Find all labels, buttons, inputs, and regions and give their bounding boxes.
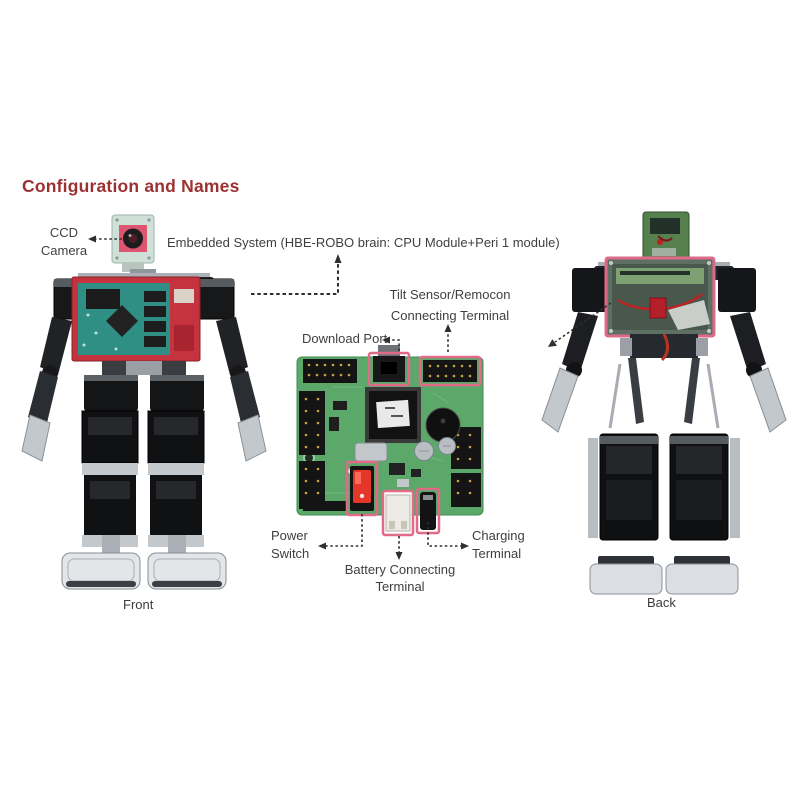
ccd-camera-label-line2: Camera (40, 243, 88, 258)
left-arm (541, 312, 598, 433)
charging-terminal-label-line1: Charging (472, 528, 525, 543)
front-robot-photo (21, 214, 267, 590)
buzzer (425, 407, 461, 443)
pin-contacts (304, 363, 472, 495)
tilt-sensor-label: Tilt Sensor/Remocon Connecting Terminal (385, 284, 515, 326)
ccd-camera-label-line1: CCD (49, 225, 79, 240)
battery-connecting-terminal-component (381, 489, 415, 537)
legs (81, 410, 205, 561)
capacitors (414, 437, 456, 461)
battery-terminal-label-line2: Terminal (375, 579, 425, 594)
back-caption: Back (647, 595, 676, 610)
download-port-component (367, 345, 411, 387)
power-switch-component (345, 460, 379, 517)
tilt-remocon-terminal-component (418, 355, 482, 387)
right-arm (730, 312, 787, 433)
feet (589, 556, 739, 595)
back-robot-photo (541, 211, 787, 595)
battery-terminal-label: Battery Connecting Terminal (340, 561, 460, 595)
back-mounted-board (604, 256, 716, 338)
battery-terminal-label-line1: Battery Connecting (344, 562, 456, 577)
hip-servos (84, 375, 204, 411)
head-rear-pcb (642, 211, 690, 265)
charging-terminal-label: Charging Terminal (472, 527, 525, 563)
download-port-label: Download Port (302, 331, 388, 346)
charging-terminal-label-line2: Terminal (472, 546, 522, 561)
feet (61, 552, 227, 590)
tilt-sensor-label-line1: Tilt Sensor/Remocon (389, 287, 511, 302)
power-switch-label-line2: Switch (271, 546, 310, 561)
hip-frame (608, 333, 720, 429)
charging-terminal-component (415, 487, 441, 535)
cpu-chip (365, 387, 421, 443)
battery-terminal-connector (395, 536, 403, 560)
shoulder-servos (572, 268, 756, 312)
power-switch-label: Power Switch (271, 527, 309, 563)
waist-bracket (126, 361, 162, 375)
shoulder-bar-top (78, 273, 210, 279)
misc-components (329, 401, 421, 487)
embedded-system-label: Embedded System (HBE-ROBO brain: CPU Mod… (167, 235, 560, 250)
legs (588, 433, 740, 541)
ccd-camera-module (111, 214, 155, 272)
right-arm (216, 317, 267, 462)
ccd-camera-label: CCD Camera (36, 224, 92, 260)
left-arm (21, 317, 72, 462)
chest-embedded-board (71, 276, 201, 362)
controller-board-photo (296, 345, 484, 537)
tilt-sensor-label-line2: Connecting Terminal (390, 308, 510, 323)
front-caption: Front (123, 597, 154, 612)
page-title: Configuration and Names (22, 176, 240, 196)
power-switch-label-line1: Power (271, 528, 308, 543)
